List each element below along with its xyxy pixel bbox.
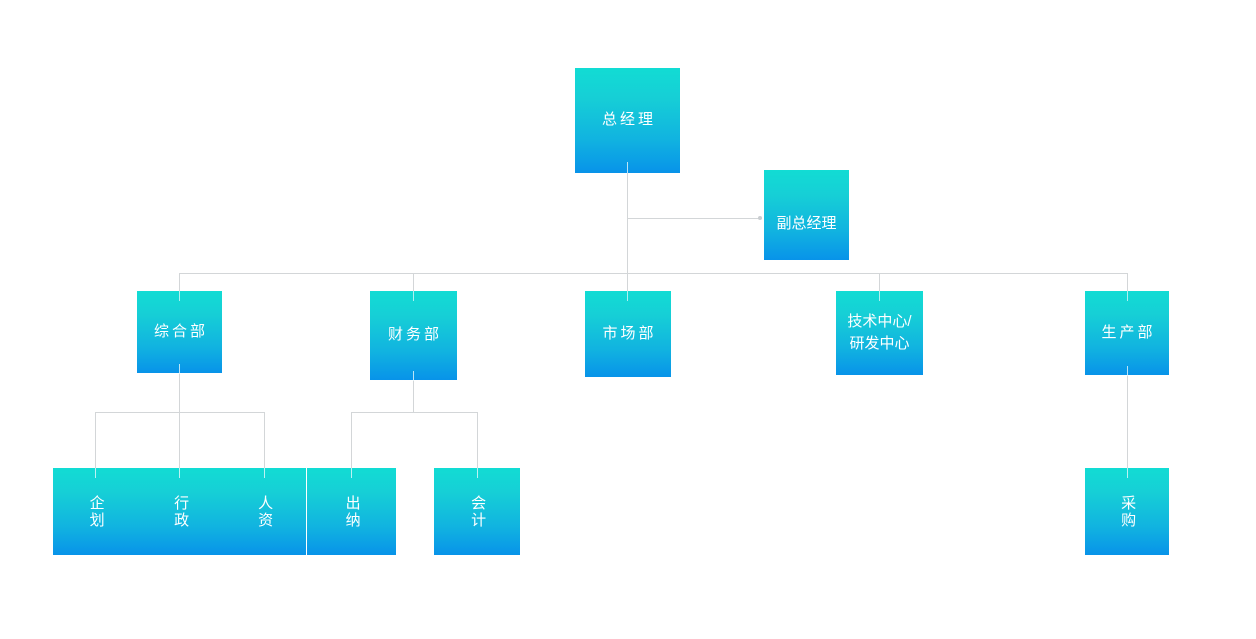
nub-administration (179, 468, 180, 478)
node-general-manager[interactable]: 总经理 (575, 68, 680, 173)
connector-production-to-procurement (1127, 375, 1128, 468)
node-finance-label: 财务部 (387, 326, 442, 344)
connector-drop-planning (95, 412, 96, 468)
node-marketing-label: 市场部 (602, 324, 657, 342)
node-planning[interactable]: 企划 (53, 468, 138, 555)
nub-marketing (627, 291, 628, 301)
node-human-resources[interactable]: 人资 (222, 468, 306, 555)
connector-drop-finance (413, 273, 414, 291)
node-administration-label: 行政 (172, 494, 190, 529)
nub-finance (413, 291, 414, 301)
node-cashier-label: 出纳 (343, 494, 361, 529)
nub-production (1127, 291, 1128, 301)
nub-production-bottom (1127, 366, 1128, 376)
node-accounting-label: 会计 (469, 494, 487, 529)
nub-finance-bottom (413, 371, 414, 381)
connector-general-affairs-stem (179, 373, 180, 412)
node-production[interactable]: 生产部 (1085, 291, 1169, 375)
connector-gm-trunk (627, 172, 628, 273)
nub-human-resources (264, 468, 265, 478)
node-cashier[interactable]: 出纳 (307, 468, 396, 555)
nub-tech-center (879, 291, 880, 301)
node-administration[interactable]: 行政 (138, 468, 222, 555)
nub-planning (95, 468, 96, 478)
connector-general-affairs-bar (95, 412, 265, 413)
node-procurement-label: 采购 (1119, 494, 1137, 529)
connector-finance-bar (351, 412, 478, 413)
node-tech-center-label: 技术中心/ 研发中心 (847, 312, 912, 353)
connector-deputy-dot (758, 216, 762, 220)
node-accounting[interactable]: 会计 (434, 468, 520, 555)
node-general-affairs[interactable]: 综合部 (137, 291, 222, 373)
nub-accounting (477, 468, 478, 478)
connector-drop-production (1127, 273, 1128, 291)
connector-drop-tech-center (879, 273, 880, 291)
node-production-label: 生产部 (1101, 323, 1156, 341)
node-general-affairs-label: 综合部 (153, 322, 208, 340)
connector-level2-bar (179, 273, 1128, 274)
connector-gm-to-deputy (627, 218, 762, 219)
node-deputy-general-manager[interactable]: 副总经理 (764, 170, 849, 260)
connector-finance-stem (413, 380, 414, 412)
node-marketing[interactable]: 市场部 (585, 291, 671, 377)
nub-cashier (351, 468, 352, 478)
nub-general-affairs-bottom (179, 364, 180, 374)
node-finance[interactable]: 财务部 (370, 291, 457, 380)
connector-drop-cashier (351, 412, 352, 468)
node-procurement[interactable]: 采购 (1085, 468, 1169, 555)
nub-general-affairs (179, 291, 180, 301)
connector-drop-general-affairs (179, 273, 180, 291)
connector-drop-marketing (627, 273, 628, 291)
node-human-resources-label: 人资 (256, 494, 274, 529)
connector-drop-human-resources (264, 412, 265, 468)
node-general-manager-label: 总经理 (601, 111, 656, 129)
node-tech-center[interactable]: 技术中心/ 研发中心 (836, 291, 923, 375)
node-planning-label: 企划 (87, 494, 105, 529)
connector-drop-accounting (477, 412, 478, 468)
nub-procurement (1127, 468, 1128, 478)
connector-drop-administration (179, 412, 180, 468)
node-deputy-general-manager-label: 副总经理 (776, 214, 837, 232)
nub-general-manager-bottom (627, 162, 628, 173)
merged-block-general-affairs-children (53, 468, 306, 555)
